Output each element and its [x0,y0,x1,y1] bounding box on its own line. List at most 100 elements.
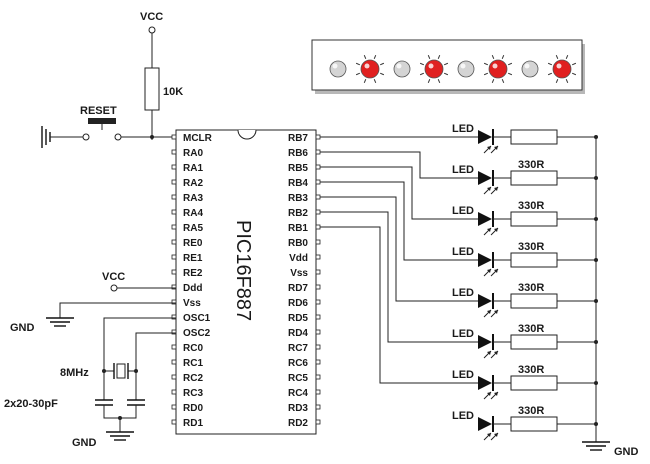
pin-stub-right [315,344,321,350]
pin-label-right: RD5 [288,313,308,324]
led-diode [478,171,492,185]
gnd-right-label: GND [614,446,639,458]
pin-label-left: RC2 [183,373,203,384]
pin-stub-right [315,329,321,335]
led-label: LED [452,246,474,258]
pin-label-left: OSC2 [183,328,211,339]
gnd-bottom-label: GND [72,437,97,449]
pin-stub-left [171,209,177,215]
pin-label-left: RE0 [183,238,203,249]
led-bar-panel [311,39,585,94]
pin-label-left: RA0 [183,148,203,159]
led-resistor [510,211,558,227]
led-diode [478,376,492,390]
pin-label-left: RA4 [183,208,203,219]
pin-label-left: RA5 [183,223,203,234]
pin-label-left: RA3 [183,193,203,204]
led-lamp-off [521,60,539,78]
pin-label-left: RD1 [183,418,203,429]
led-bar-frame [311,39,583,91]
led-label: LED [452,205,474,217]
pullup-section: VCC 10K [140,11,183,140]
pin-stub-right [315,239,321,245]
pin-label-right: Vdd [289,253,308,264]
pin-label-right: RD3 [288,403,308,414]
pin-stub-left [171,134,177,140]
pullup-value-label: 10K [163,86,183,98]
led-diode [478,130,492,144]
led-lamp-on [552,59,572,79]
pin-stub-right [315,149,321,155]
power-left: VCC GND [10,271,176,334]
chip-notch [237,129,257,140]
pin-stub-right [315,404,321,410]
pin-label-left: RD0 [183,403,203,414]
led-label: LED [452,410,474,422]
pin-stub-left [171,269,177,275]
pin-stub-left [171,299,177,305]
pin-stub-right [315,419,321,425]
pin-stub-right [315,179,321,185]
led-row: LED 330R [452,405,598,441]
pin-label-left: RE1 [183,253,203,264]
pic-chip: PIC16F887 MCLRRA0RA1RA2RA3RA4RA5RE0RE1RE… [171,129,321,435]
pin-stub-left [171,179,177,185]
pin-label-left: RA1 [183,163,203,174]
vcc-top-label: VCC [140,11,163,23]
pin-label-left: OSC1 [183,313,211,324]
led-row: LED [320,123,598,154]
pin-stub-right [315,194,321,200]
led-diode [478,294,492,308]
pin-label-left: RA2 [183,178,203,189]
oscillator: 8MHz 2x20-30pF GND [4,317,176,449]
pin-label-right: RD6 [288,298,308,309]
led-diode [478,212,492,226]
pin-label-right: RC7 [288,343,308,354]
led-row: LED 330R [320,181,598,277]
reset-button-cap [88,118,116,124]
resistor-label: 330R [518,405,544,417]
resistor-label: 330R [518,323,544,335]
pin-stub-left [171,344,177,350]
pin-label-left: MCLR [183,133,213,144]
pin-stub-left [171,224,177,230]
pin-stub-right [315,374,321,380]
led-row: LED 330R [320,226,598,400]
led-row: LED 330R [320,196,598,318]
pin-label-right: RB7 [288,133,308,144]
pin-stub-right [315,299,321,305]
pin-label-right: RB6 [288,148,308,159]
pin-stub-left [171,239,177,245]
pin-stub-right [315,284,321,290]
led-lamp-on [424,59,444,79]
pin-label-right: RB2 [288,208,308,219]
led-label: LED [452,328,474,340]
pin-label-right: Vss [290,268,308,279]
pin-label-right: RC5 [288,373,308,384]
led-resistor [510,129,558,145]
led-lamp-off [329,60,347,78]
pin-stub-left [171,149,177,155]
reset-label: RESET [80,105,117,117]
pin-stub-left [171,389,177,395]
led-resistor [510,416,558,432]
pin-stub-right [315,164,321,170]
pin-label-right: RD2 [288,418,308,429]
resistor-label: 330R [518,200,544,212]
pin-stub-right [315,314,321,320]
pin-label-left: RC3 [183,388,203,399]
pin-label-left: RE2 [183,268,203,279]
led-label: LED [452,369,474,381]
pin-stub-left [171,254,177,260]
pin-label-right: RB3 [288,193,308,204]
led-bar-lamps [329,54,577,84]
chip-left-pins: MCLR RA0RA1RA2RA3RA4RA5RE0RE1RE2DddVssOSC… [171,133,213,429]
led-lamp-off [393,60,411,78]
pin-label-left: Vss [183,298,201,309]
pin-stub-right [315,254,321,260]
led-label: LED [452,164,474,176]
pin-label-left: Ddd [183,283,202,294]
pin-label-right: RC6 [288,358,308,369]
